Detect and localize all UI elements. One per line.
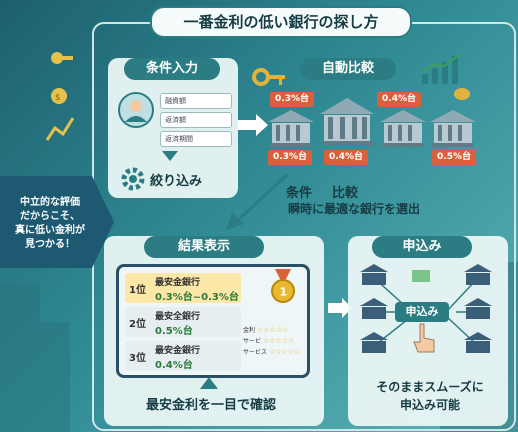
bank-name: 最安金銀行: [155, 278, 201, 288]
condition-input-panel: [108, 58, 238, 198]
medal-number: 1: [280, 286, 288, 299]
step-label-input: 条件入力: [124, 58, 220, 80]
gear-icon: [121, 167, 145, 191]
bank-icon: [360, 298, 388, 319]
left-banner-line: だからこそ、: [20, 211, 80, 222]
left-banner-text: 中立的な評価 だからこそ、 真に低い金利が 見つかる！: [4, 196, 96, 252]
rating-stars: ☆☆☆☆☆: [262, 337, 295, 345]
results-tablet: 1位 最安金銀行 0.3%台~0.3%台 2位 最安全銀行 0.5%台 3位 最…: [116, 264, 310, 378]
bank-icon: [268, 110, 314, 147]
background-building: [40, 322, 70, 432]
up-arrow-icon: [200, 377, 218, 389]
rating-row: サービ ☆☆☆☆☆: [243, 336, 303, 347]
left-banner-line: 見つかる！: [25, 239, 75, 250]
left-banner-line: 中立的な評価: [20, 197, 80, 208]
flow-arrow-icon: [328, 298, 352, 318]
rating-stars: ☆☆☆☆☆: [256, 326, 289, 334]
left-banner: [0, 176, 114, 268]
bank-icon: [464, 264, 492, 285]
bank-icon: [360, 332, 388, 353]
medal-icon: 1: [271, 269, 295, 303]
filter-label: 絞り込み: [150, 174, 203, 189]
rating-row: 金利 ☆☆☆☆☆: [243, 325, 303, 336]
step-label-apply: 申込み: [372, 236, 472, 258]
repayment-amount-field: 返済額: [160, 112, 232, 128]
pointer-hand-icon: [413, 323, 435, 353]
results-caption: 最安金利を一目で確認: [146, 398, 277, 413]
decor-icons: $: [45, 52, 75, 141]
down-arrow-icon: [162, 151, 178, 161]
coin-icon: [454, 88, 470, 100]
step-label-results: 結果表示: [144, 236, 264, 258]
flow-arrow-icon: [238, 114, 268, 136]
rating-label: サービス: [243, 349, 268, 356]
user-avatar-icon: [118, 92, 154, 128]
svg-text:$: $: [55, 93, 61, 103]
rating-box: 金利 ☆☆☆☆☆ サービ ☆☆☆☆☆ サービス ☆☆☆☆☆: [243, 325, 303, 358]
repayment-period-field: 返済期間: [160, 131, 232, 147]
compare-caption-condition: 条件: [286, 186, 313, 201]
bank-icon: [320, 98, 374, 146]
bank-icon: [360, 264, 388, 285]
apply-caption-line1: そのままスムーズに: [376, 380, 484, 394]
compare-caption-select: 瞬時に最適な銀行を選出: [288, 202, 421, 216]
rate-badge: 0.4%台: [377, 92, 421, 107]
result-row: 2位 最安全銀行 0.5%台: [125, 307, 241, 337]
bank-rate: 0.4%台: [155, 360, 193, 371]
bank-rate: 0.5%台: [155, 326, 193, 337]
rating-label: サービ: [243, 338, 262, 345]
rating-row: サービス ☆☆☆☆☆: [243, 347, 303, 358]
rate-badge: 0.5%台: [432, 150, 476, 165]
bank-name: 最安金銀行: [155, 346, 201, 356]
rank-label: 3位: [129, 353, 146, 364]
coin-icon: $: [51, 88, 67, 104]
trend-arrow-icon: [45, 117, 75, 141]
key-icon: [252, 68, 285, 86]
rating-stars: ☆☆☆☆☆: [268, 348, 301, 356]
diagram-title: 一番金利の低い銀行の探し方: [150, 6, 412, 38]
rate-badge: 0.3%台: [268, 150, 312, 165]
left-banner-line: 真に低い金利が: [15, 225, 85, 236]
result-row: 3位 最安金銀行 0.4%台: [125, 341, 241, 371]
bank-icon: [430, 110, 476, 147]
rating-label: 金利: [243, 327, 256, 334]
money-icon: [412, 270, 430, 282]
bank-icon: [464, 298, 492, 319]
apply-network: [360, 264, 492, 353]
result-row: 1位 最安金銀行 0.3%台~0.3%台: [125, 273, 241, 303]
step-label-compare: 自動比較: [300, 58, 396, 80]
flow-arrow-icon: [226, 172, 290, 230]
background-building: [0, 282, 40, 432]
key-icon: [51, 52, 73, 64]
apply-button[interactable]: 申込み: [395, 302, 449, 322]
bank-icon: [464, 332, 492, 353]
rate-badge: 0.3%台: [270, 92, 314, 107]
bank-icon: [380, 110, 426, 147]
chart-icon: [421, 53, 461, 84]
bank-name: 最安全銀行: [155, 312, 201, 322]
rate-badge: 0.4%台: [324, 150, 368, 165]
rank-label: 2位: [129, 319, 146, 330]
loan-amount-field: 融資額: [160, 93, 232, 109]
rank-label: 1位: [129, 285, 146, 296]
compare-caption-compare: 比較: [332, 186, 359, 201]
bank-rate: 0.3%台~0.3%台: [155, 292, 239, 303]
apply-caption-line2: 申込み可能: [399, 398, 460, 412]
